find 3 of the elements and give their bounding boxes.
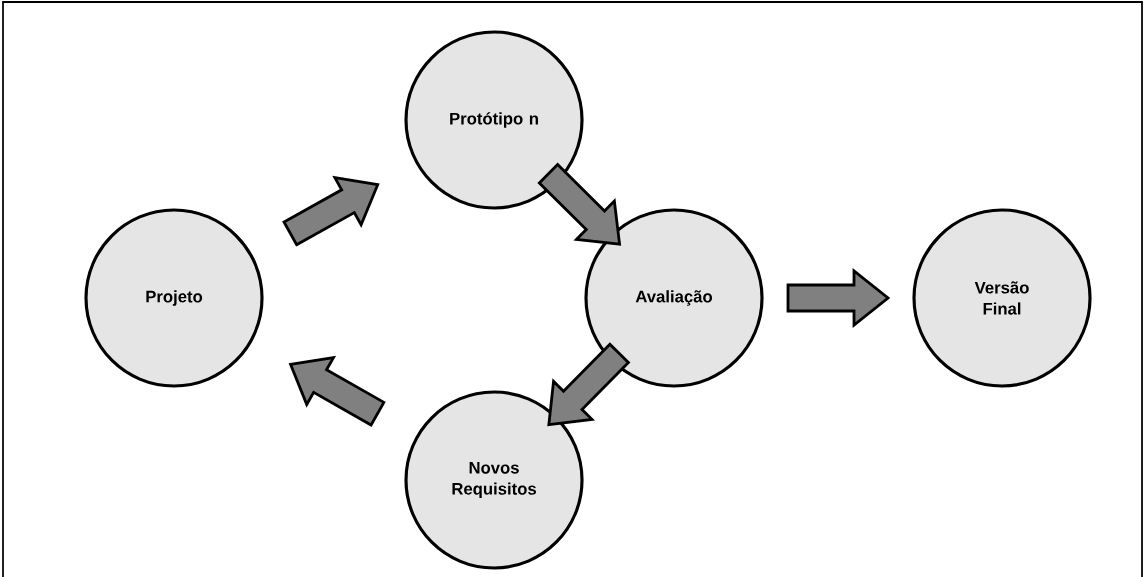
- block-arrow: [288, 355, 386, 427]
- block-arrow: [282, 175, 380, 247]
- block-arrow: [786, 268, 891, 328]
